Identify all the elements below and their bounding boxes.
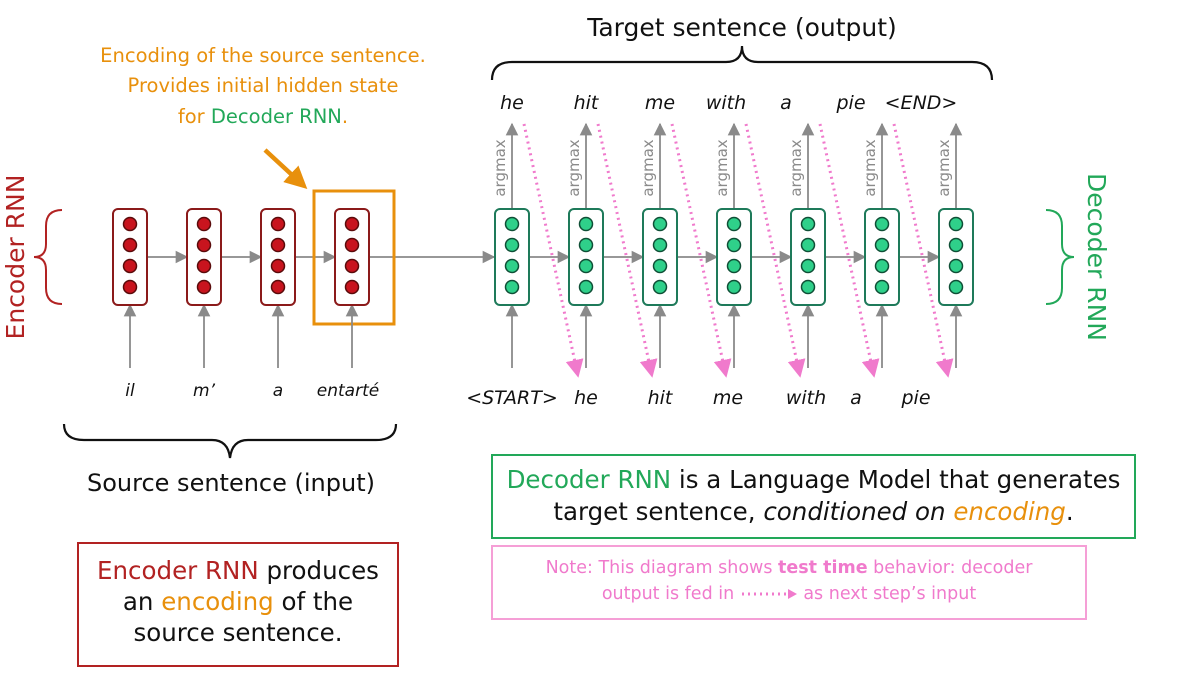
encoding-term: encoding bbox=[161, 587, 274, 616]
output-word: me bbox=[645, 92, 675, 114]
argmax-label: argmax bbox=[565, 139, 583, 196]
test-time-note-box: Note: This diagram shows test time behav… bbox=[491, 545, 1087, 620]
decoder-input-words: <START> he hit me with a pie bbox=[466, 387, 930, 409]
decoder-term: Decoder RNN bbox=[506, 465, 672, 494]
decoder-cell-7 bbox=[938, 208, 974, 306]
input-word: a bbox=[850, 387, 862, 409]
input-word: hit bbox=[648, 387, 674, 409]
decoder-cell-6 bbox=[864, 208, 900, 306]
output-word: with bbox=[706, 92, 746, 114]
decoder-brace bbox=[1045, 209, 1075, 305]
encoder-explanation-box: Encoder RNN produces an encoding of the … bbox=[77, 542, 399, 667]
decoder-explanation-box: Decoder RNN is a Language Model that gen… bbox=[491, 454, 1136, 539]
encoder-cell-1 bbox=[112, 208, 148, 306]
encoder-rnn-label: Encoder RNN bbox=[1, 175, 30, 340]
text: of the bbox=[273, 587, 354, 616]
decoder-cell-1 bbox=[494, 208, 530, 306]
annotation-arrow bbox=[263, 148, 308, 190]
test-time-term: test time bbox=[778, 558, 868, 578]
source-brace bbox=[62, 423, 398, 459]
conditioned-term: conditioned on bbox=[763, 497, 946, 526]
source-word: entarté bbox=[317, 381, 379, 401]
source-words: il m’ a entarté bbox=[125, 381, 379, 401]
argmax-label: argmax bbox=[713, 139, 731, 196]
input-word: me bbox=[713, 387, 743, 409]
annotation-line3: for Decoder RNN. bbox=[178, 105, 348, 128]
text: source sentence. bbox=[133, 618, 343, 647]
text: behavior: decoder bbox=[867, 558, 1033, 578]
argmax-label: argmax bbox=[639, 139, 657, 196]
argmax-label: argmax bbox=[935, 139, 953, 196]
encoder-cell-4 bbox=[334, 208, 370, 306]
output-word: pie bbox=[835, 92, 865, 114]
input-word: he bbox=[574, 387, 598, 409]
source-word: m’ bbox=[193, 381, 216, 401]
encoding-highlight-box bbox=[312, 189, 396, 326]
output-word: a bbox=[780, 92, 792, 114]
text: is a Language Model that generates bbox=[671, 465, 1121, 494]
encoder-cell-3 bbox=[260, 208, 296, 306]
text: . bbox=[1065, 497, 1074, 526]
output-word: hit bbox=[574, 92, 600, 114]
decoder-cell-4 bbox=[716, 208, 752, 306]
source-word: a bbox=[273, 381, 283, 401]
decoder-cell-3 bbox=[642, 208, 678, 306]
encoder-brace bbox=[33, 209, 63, 305]
text: produces bbox=[258, 556, 379, 585]
encoder-cell-2 bbox=[186, 208, 222, 306]
text: as next step’s input bbox=[797, 584, 977, 604]
dotted-arrow-icon bbox=[741, 589, 797, 599]
decoder-io-arrows bbox=[505, 122, 963, 368]
argmax-label: argmax bbox=[861, 139, 879, 196]
text: output is fed in bbox=[601, 584, 740, 604]
annotation-line1: Encoding of the source sentence. bbox=[100, 44, 426, 67]
input-word: with bbox=[786, 387, 826, 409]
text: an bbox=[122, 587, 162, 616]
argmax-labels: argmax argmax argmax argmax argmax argma… bbox=[491, 139, 953, 196]
output-word: he bbox=[500, 92, 524, 114]
argmax-label: argmax bbox=[787, 139, 805, 196]
input-word: pie bbox=[900, 387, 930, 409]
encoding-term: encoding bbox=[953, 497, 1066, 526]
decoder-rnn-label: Decoder RNN bbox=[1082, 173, 1111, 341]
input-word: <START> bbox=[466, 387, 558, 409]
argmax-label: argmax bbox=[491, 139, 509, 196]
target-sentence-title: Target sentence (output) bbox=[586, 13, 897, 42]
text: Note: This diagram shows bbox=[545, 558, 779, 578]
decoder-cell-5 bbox=[790, 208, 826, 306]
output-brace bbox=[490, 45, 994, 81]
decoder-cell-2 bbox=[568, 208, 604, 306]
encoder-input-arrows bbox=[123, 303, 359, 368]
feedback-arrows bbox=[522, 123, 954, 378]
output-word: <END> bbox=[885, 92, 958, 114]
source-word: il bbox=[125, 381, 135, 401]
decoder-output-words: he hit me with a pie <END> bbox=[500, 92, 957, 114]
source-sentence-label: Source sentence (input) bbox=[87, 469, 375, 497]
annotation-line2: Provides initial hidden state bbox=[128, 74, 399, 97]
encoder-term: Encoder RNN bbox=[97, 556, 259, 585]
text: target sentence, bbox=[553, 497, 764, 526]
